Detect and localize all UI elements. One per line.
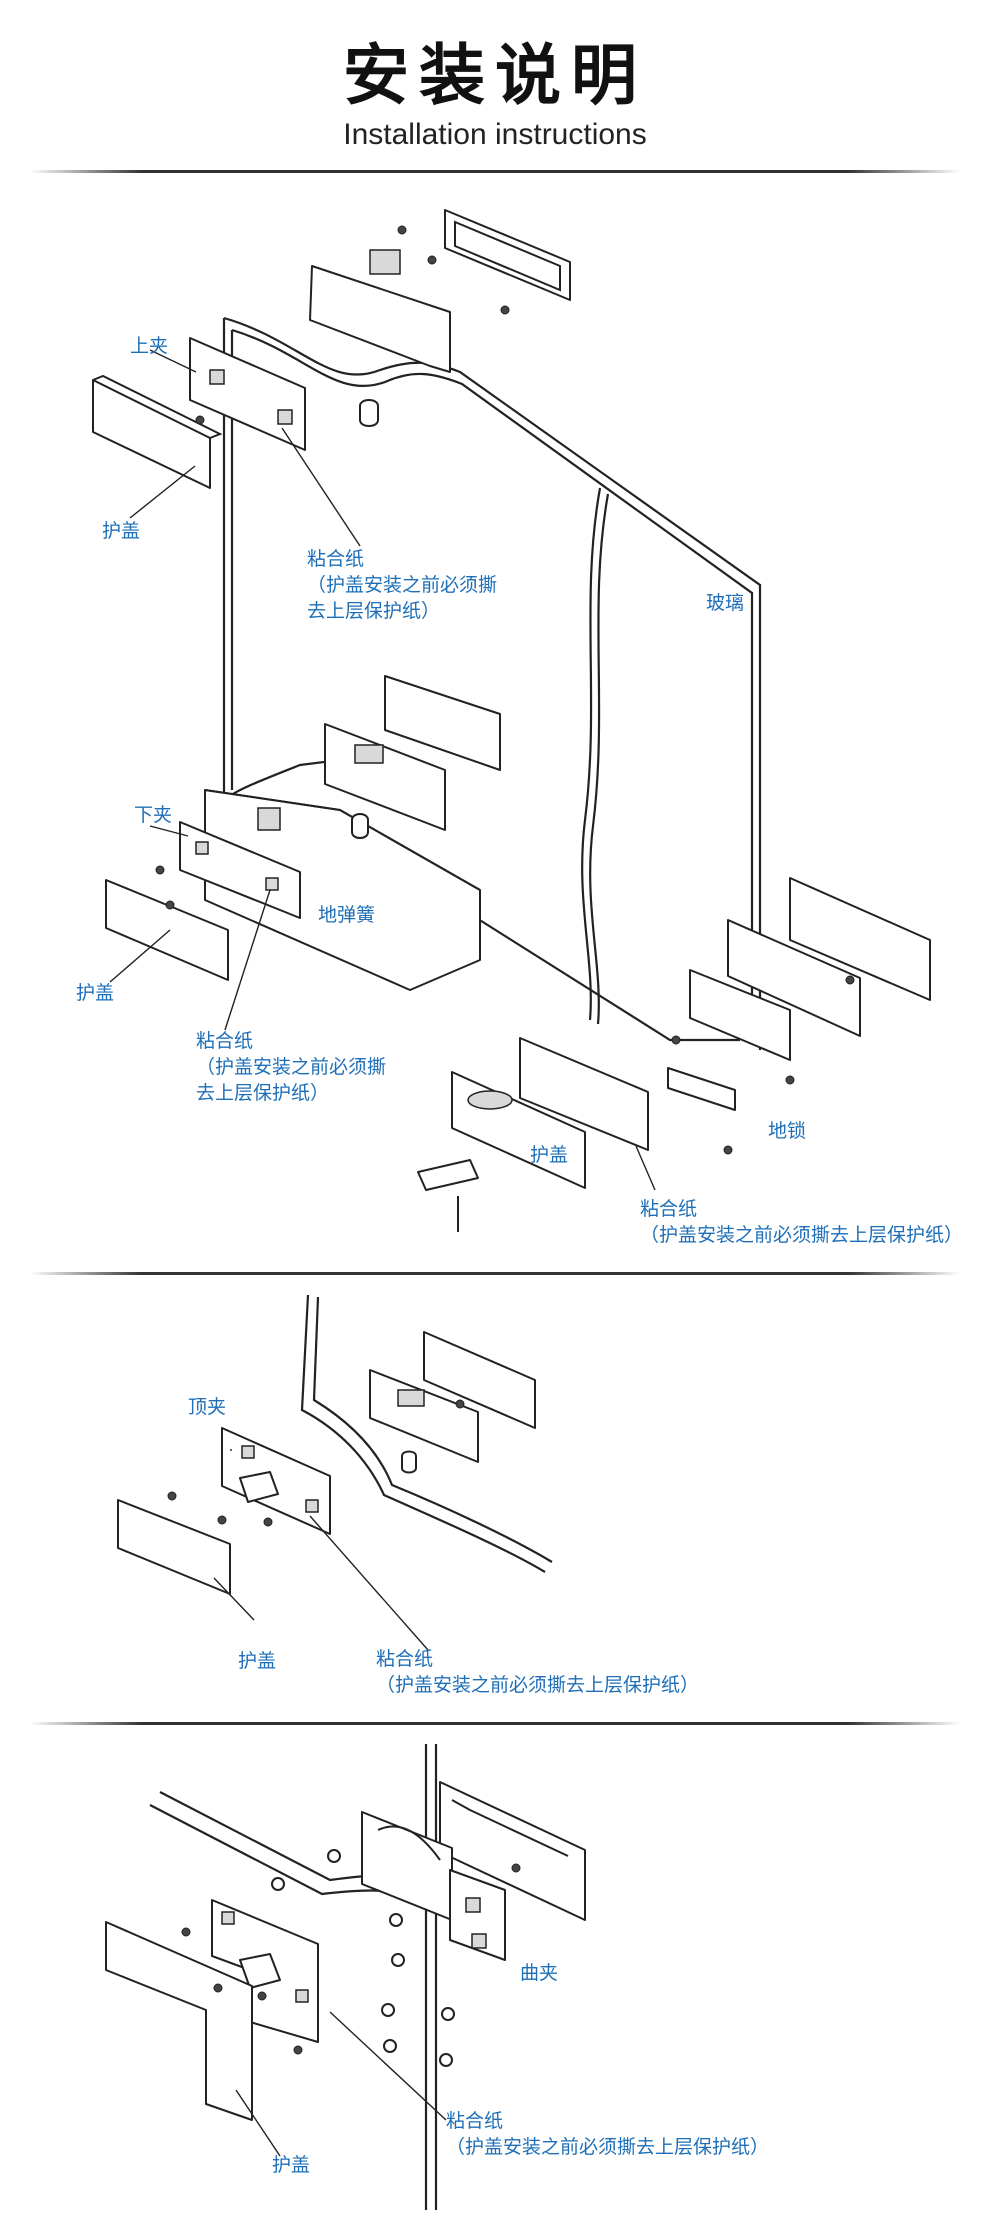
label-adhesive-2: 粘合纸 （护盖安装之前必须撕去上层保护纸） <box>376 1646 699 1698</box>
adhesive-bottom-note-2: 去上层保护纸） <box>196 1082 330 1104</box>
adhesive-top-note-2: 去上层保护纸） <box>307 600 441 622</box>
label-curved-clamp: 曲夹 <box>520 1962 559 1984</box>
section-divider-1 <box>30 1272 960 1275</box>
adhesive-bottom-title: 粘合纸 <box>196 1030 254 1052</box>
adhesive-top-note-1: （护盖安装之前必须撕 <box>307 574 498 596</box>
floor-lock-assembly <box>417 877 931 1232</box>
adhesive-lock-note: （护盖安装之前必须撕去上层保护纸） <box>640 1224 964 1246</box>
label-cover-2: 护盖 <box>238 1650 277 1672</box>
top-clamp-diagram <box>117 1294 553 1651</box>
label-floor-lock: 地锁 <box>768 1120 807 1142</box>
adhesive-2-note: （护盖安装之前必须撕去上层保护纸） <box>376 1674 700 1696</box>
label-top-clamp-2: 顶夹 <box>188 1396 227 1418</box>
label-adhesive-bottom: 粘合纸 （护盖安装之前必须撕 去上层保护纸） <box>196 1028 386 1106</box>
label-floor-spring: 地弹簧 <box>318 904 376 926</box>
header-divider <box>30 170 960 173</box>
label-glass: 玻璃 <box>706 592 745 614</box>
section1-leader-lines <box>109 349 656 1191</box>
adhesive-lock-title: 粘合纸 <box>640 1198 698 1220</box>
label-cover-bottom: 护盖 <box>76 982 115 1004</box>
section-divider-2 <box>30 1722 960 1725</box>
adhesive-top-title: 粘合纸 <box>307 548 365 570</box>
page-title: 安装说明 <box>343 37 647 114</box>
label-cover-top: 护盖 <box>102 520 141 542</box>
label-adhesive-lock: 粘合纸 （护盖安装之前必须撕去上层保护纸） <box>640 1196 963 1248</box>
label-adhesive-top: 粘合纸 （护盖安装之前必须撕 去上层保护纸） <box>307 546 497 624</box>
label-cover-lock: 护盖 <box>530 1144 569 1166</box>
page-subtitle: Installation instructions <box>343 118 647 151</box>
adhesive-3-title: 粘合纸 <box>446 2110 504 2132</box>
floor-spring-assembly <box>105 675 501 991</box>
label-top-clamp: 上夹 <box>130 335 169 357</box>
label-adhesive-3: 粘合纸 （护盖安装之前必须撕去上层保护纸） <box>446 2108 769 2160</box>
label-cover-3: 护盖 <box>272 2154 311 2176</box>
curved-clamp-diagram <box>105 1744 586 2210</box>
adhesive-bottom-note-1: （护盖安装之前必须撕 <box>196 1056 387 1078</box>
label-bottom-clamp: 下夹 <box>134 804 173 826</box>
adhesive-3-note: （护盖安装之前必须撕去上层保护纸） <box>446 2136 770 2158</box>
adhesive-2-title: 粘合纸 <box>376 1648 434 1670</box>
top-clamp-assembly <box>92 209 571 489</box>
